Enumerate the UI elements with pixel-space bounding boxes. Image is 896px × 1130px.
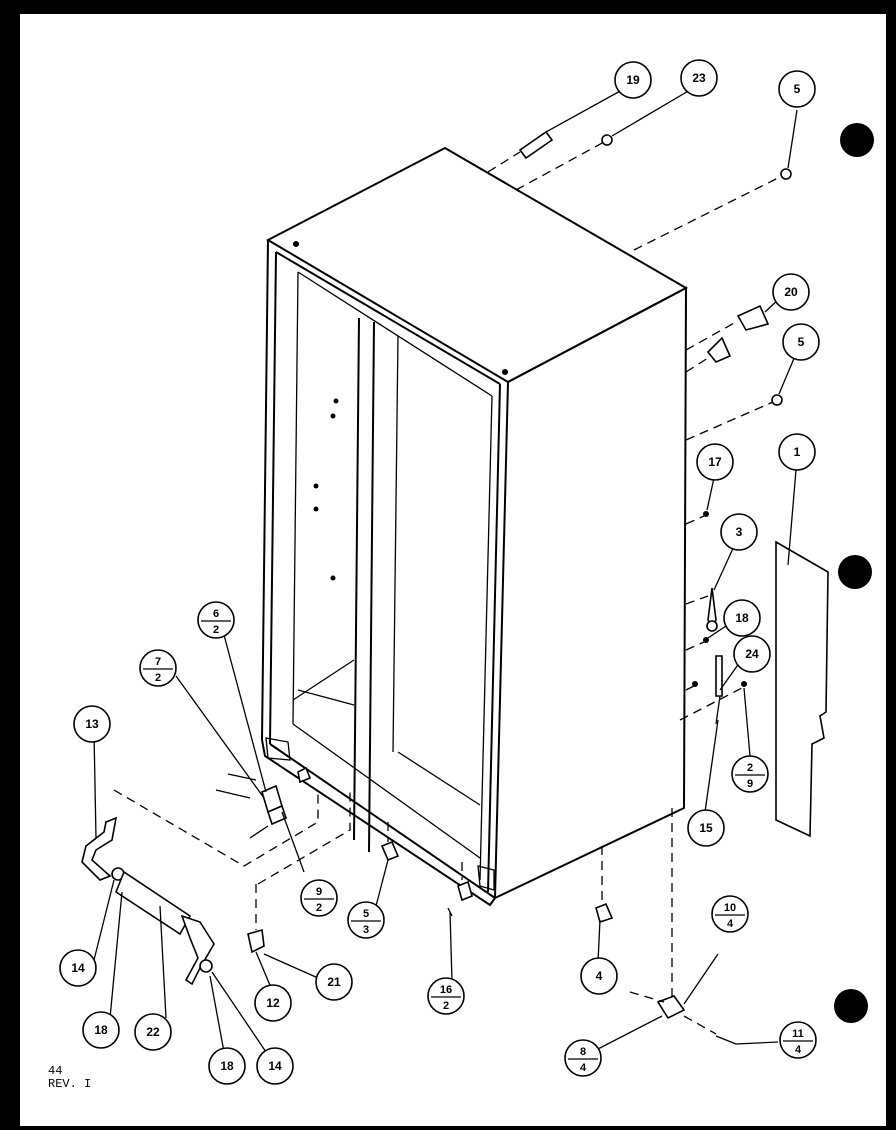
callout-18-bottom: 18 bbox=[208, 1047, 246, 1085]
svg-text:19: 19 bbox=[626, 73, 640, 87]
svg-text:7: 7 bbox=[155, 656, 161, 668]
svg-text:6: 6 bbox=[213, 608, 219, 620]
svg-text:4: 4 bbox=[580, 1062, 587, 1074]
svg-text:22: 22 bbox=[146, 1025, 160, 1039]
svg-text:4: 4 bbox=[727, 918, 734, 930]
callout-8-over-4: 8 4 bbox=[564, 1039, 602, 1077]
svg-text:15: 15 bbox=[699, 821, 713, 835]
callout-7-over-2: 7 2 bbox=[139, 649, 177, 687]
page-number: 44 bbox=[48, 1064, 62, 1078]
svg-text:4: 4 bbox=[795, 1044, 802, 1056]
svg-text:1: 1 bbox=[794, 445, 801, 459]
svg-text:5: 5 bbox=[363, 908, 369, 920]
svg-text:5: 5 bbox=[794, 82, 801, 96]
callout-1: 1 bbox=[778, 433, 816, 471]
svg-text:2: 2 bbox=[213, 624, 219, 636]
svg-text:17: 17 bbox=[708, 455, 722, 469]
svg-text:2: 2 bbox=[155, 672, 161, 684]
svg-text:18: 18 bbox=[94, 1023, 108, 1037]
svg-text:24: 24 bbox=[745, 647, 759, 661]
svg-text:3: 3 bbox=[736, 525, 743, 539]
callout-15: 15 bbox=[687, 809, 725, 847]
callout-5-over-3: 5 3 bbox=[347, 901, 385, 939]
svg-text:11: 11 bbox=[792, 1028, 804, 1040]
svg-text:5: 5 bbox=[798, 335, 805, 349]
callout-5-side: 5 bbox=[782, 323, 820, 361]
svg-text:2: 2 bbox=[316, 902, 322, 914]
callout-11-over-4: 11 4 bbox=[779, 1021, 817, 1059]
bottom-hardware bbox=[81, 634, 779, 1053]
callout-2-over-9: 2 9 bbox=[731, 755, 769, 793]
callout-16-over-2: 16 2 bbox=[427, 977, 465, 1015]
svg-text:2: 2 bbox=[747, 762, 753, 774]
callout-18-side: 18 bbox=[723, 599, 761, 637]
callout-14-bottom: 14 bbox=[256, 1047, 294, 1085]
side-hardware bbox=[679, 469, 829, 838]
svg-text:9: 9 bbox=[747, 778, 753, 790]
svg-text:18: 18 bbox=[220, 1059, 234, 1073]
callout-21: 21 bbox=[315, 963, 353, 1001]
binder-hole-top bbox=[840, 123, 874, 157]
callout-3: 3 bbox=[720, 513, 758, 551]
callout-5-top: 5 bbox=[778, 70, 816, 108]
top-hardware bbox=[487, 89, 798, 441]
callout-9-over-2: 9 2 bbox=[300, 879, 338, 917]
svg-text:18: 18 bbox=[735, 611, 749, 625]
callout-12: 12 bbox=[254, 984, 292, 1022]
callout-24: 24 bbox=[733, 635, 771, 673]
binder-hole-bottom bbox=[834, 989, 868, 1023]
callout-10-over-4: 10 4 bbox=[711, 895, 749, 933]
callout-18-left: 18 bbox=[82, 1011, 120, 1049]
svg-text:4: 4 bbox=[596, 969, 603, 983]
svg-text:8: 8 bbox=[580, 1046, 586, 1058]
diagram-sheet bbox=[20, 14, 886, 1126]
callout-14-left: 14 bbox=[59, 949, 97, 987]
svg-text:21: 21 bbox=[327, 975, 341, 989]
svg-text:3: 3 bbox=[363, 924, 369, 936]
callout-19: 19 bbox=[614, 61, 652, 99]
svg-text:2: 2 bbox=[443, 1000, 449, 1012]
callout-17: 17 bbox=[696, 443, 734, 481]
svg-text:10: 10 bbox=[724, 902, 736, 914]
svg-text:14: 14 bbox=[71, 961, 85, 975]
refrigerator-cabinet bbox=[261, 146, 689, 907]
callout-23: 23 bbox=[680, 59, 718, 97]
callout-6-over-2: 6 2 bbox=[197, 601, 235, 639]
svg-text:23: 23 bbox=[692, 71, 706, 85]
revision-label: REV. I bbox=[48, 1077, 91, 1091]
svg-text:9: 9 bbox=[316, 886, 322, 898]
binder-hole-middle bbox=[838, 555, 872, 589]
callout-4: 4 bbox=[580, 957, 618, 995]
svg-text:16: 16 bbox=[440, 984, 452, 996]
callout-13: 13 bbox=[73, 705, 111, 743]
svg-text:14: 14 bbox=[268, 1059, 282, 1073]
callout-22: 22 bbox=[134, 1013, 172, 1051]
svg-text:13: 13 bbox=[85, 717, 99, 731]
callout-20: 20 bbox=[772, 273, 810, 311]
svg-text:20: 20 bbox=[784, 285, 798, 299]
svg-text:12: 12 bbox=[266, 996, 280, 1010]
